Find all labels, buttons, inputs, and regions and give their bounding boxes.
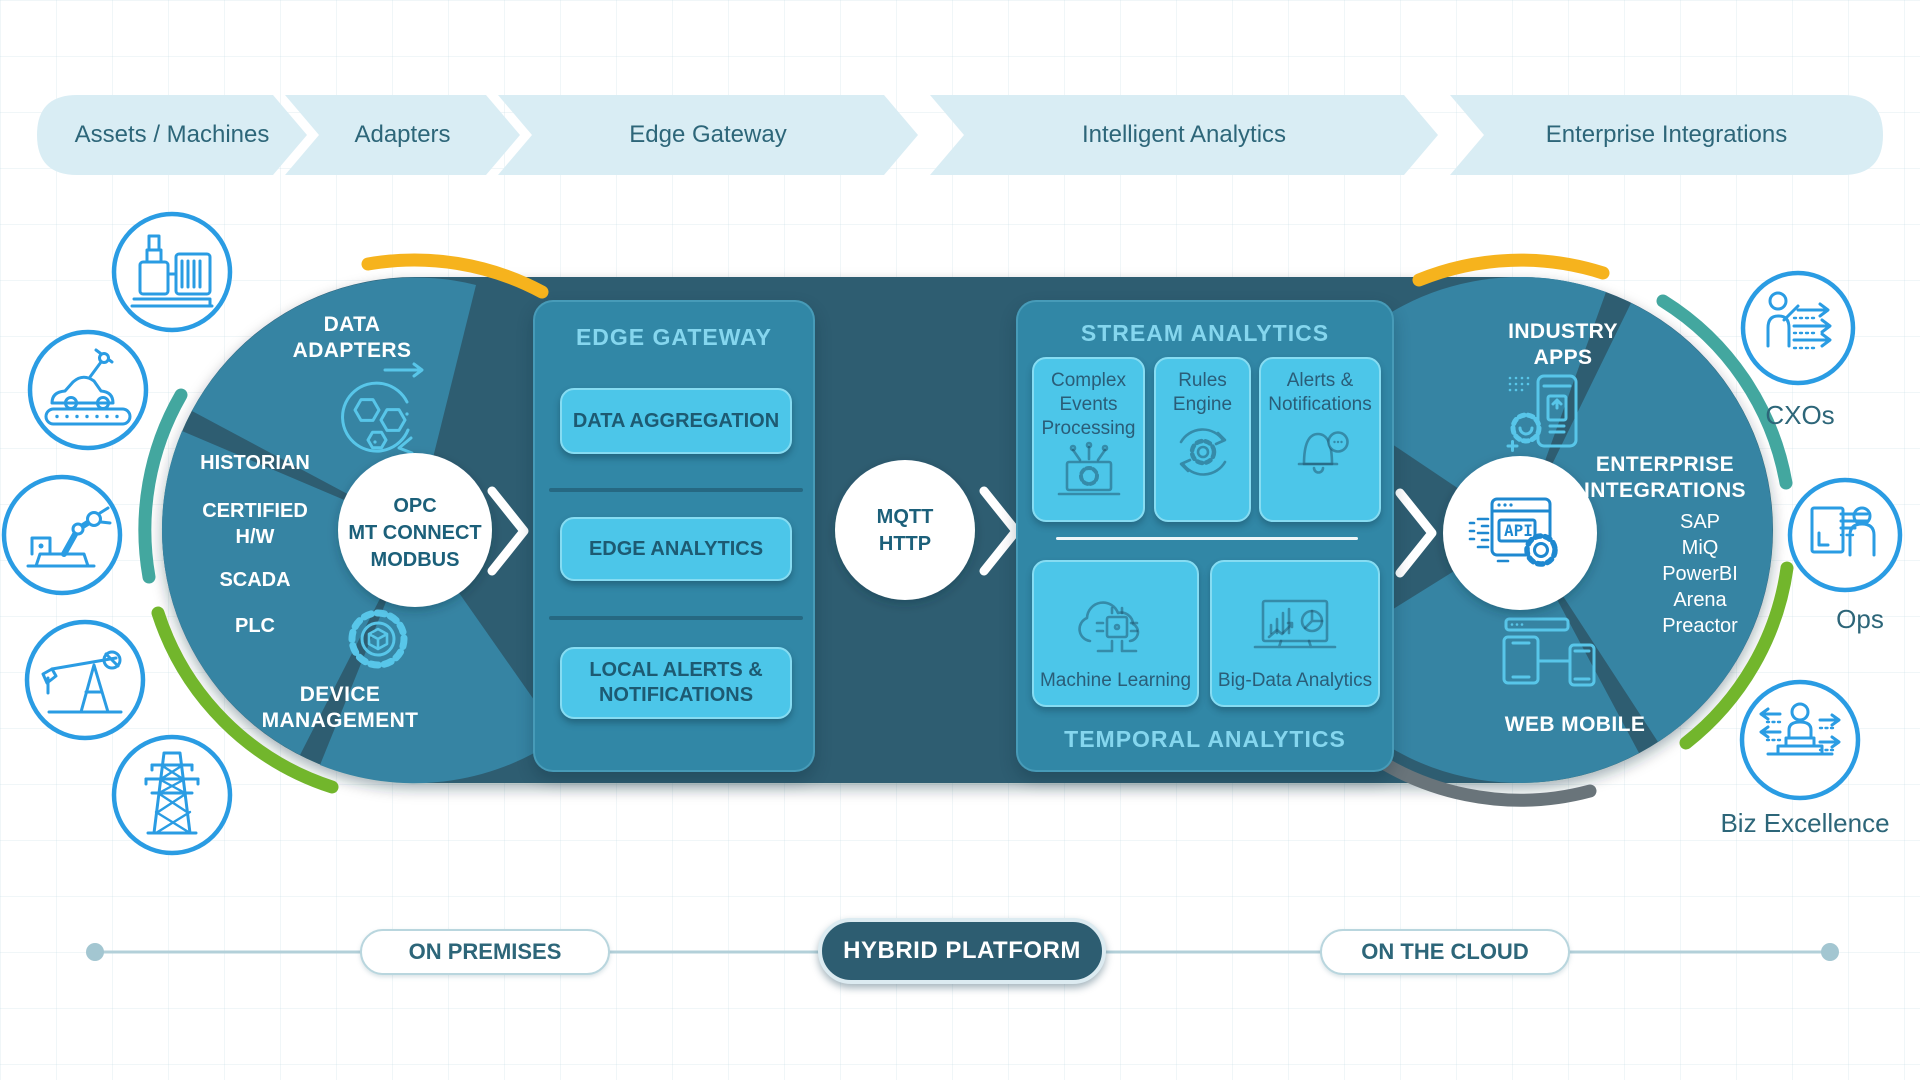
- events-processing-icon: [1057, 441, 1120, 496]
- enterprise-integrations-label: ENTERPRISE INTEGRATIONS: [1584, 453, 1746, 502]
- ops-label: Ops: [1836, 603, 1884, 634]
- enterprise-item: PowerBI: [1662, 563, 1738, 585]
- rules-engine-card: Rules Engine: [1154, 357, 1251, 522]
- enterprise-item: SAP: [1679, 511, 1721, 533]
- industry-apps-icon: [1506, 374, 1578, 452]
- api-icon: API: [1468, 497, 1558, 567]
- biz-excellence-label: Biz Excellence: [1720, 807, 1890, 838]
- edge-gateway-title: EDGE GATEWAY: [575, 324, 773, 350]
- api-hub-circle: [1443, 456, 1597, 610]
- bigdata-analytics-card: Big-Data Analytics: [1210, 560, 1380, 707]
- device-management-icon: [348, 609, 408, 669]
- arc-green: [151, 606, 339, 794]
- divider: [549, 488, 803, 492]
- left-wheel-arcs: [138, 253, 549, 794]
- oil-pump-icon: [41, 650, 123, 714]
- asset-icons: [1, 211, 233, 856]
- edge-analytics-button: EDGE ANALYTICS: [560, 517, 792, 581]
- arc-yellow: [361, 253, 549, 299]
- pipeline-stage-adapters: Adapters: [354, 121, 451, 148]
- car-assembly-icon: [44, 348, 132, 426]
- arc-green: [1679, 561, 1794, 750]
- cxos-label: CXOs: [1765, 399, 1835, 430]
- data-adapters-label: DATA ADAPTERS: [292, 313, 412, 362]
- svg-text:API: API: [1504, 521, 1533, 540]
- cloud-chip-icon: [1077, 601, 1139, 653]
- web-mobile-icon: [1502, 617, 1596, 687]
- divider: [549, 616, 803, 620]
- bell-chat-icon: [1297, 431, 1349, 474]
- segment-device-management: [320, 530, 560, 784]
- pump-icon: [130, 234, 214, 308]
- protocol-plc: PLC: [235, 615, 275, 637]
- on-premises-pill: ON PREMISES: [360, 929, 610, 975]
- enterprise-item: MiQ: [1681, 537, 1719, 559]
- mqtt-hub-circle: [835, 460, 975, 600]
- alerts-notifications-card: Alerts & Notifications: [1259, 357, 1381, 522]
- machine-learning-card: Machine Learning: [1032, 560, 1199, 707]
- arc-yellow: [1412, 253, 1610, 287]
- pipeline-stage-edge: Edge Gateway: [629, 121, 787, 148]
- enterprise-item: Preactor: [1662, 615, 1738, 637]
- pipeline-stage-assets: Assets / Machines: [74, 121, 270, 148]
- pipeline-stage-analytics: Intelligent Analytics: [1081, 121, 1287, 148]
- arc-teal: [1656, 294, 1793, 490]
- cxo-person-arrows-icon: [1766, 291, 1832, 350]
- arc-teal: [138, 388, 188, 584]
- analytics-panel: STREAM ANALYTICS Complex Events Processi…: [1016, 300, 1394, 772]
- stream-analytics-title: STREAM ANALYTICS: [1080, 320, 1330, 346]
- hybrid-platform-pill: HYBRID PLATFORM: [818, 918, 1106, 984]
- data-aggregation-button: DATA AGGREGATION: [560, 388, 792, 454]
- protocol-certified-hw: CERTIFIED H/W: [202, 500, 308, 548]
- temporal-analytics-title: TEMPORAL ANALYTICS: [1064, 726, 1346, 752]
- chevron-right-icon: [487, 486, 529, 576]
- pipeline-stage-enterprise: Enterprise Integrations: [1545, 121, 1788, 148]
- data-adapters-icon: [341, 362, 424, 455]
- opc-hub-circle: [338, 453, 492, 607]
- mqtt-hub-label: MQTT HTTP: [876, 506, 934, 555]
- segment-enterprise-integrations: [1520, 303, 1773, 742]
- device-management-label: DEVICE MANAGEMENT: [261, 683, 419, 732]
- biz-person-podium-icon: [1759, 702, 1841, 756]
- enterprise-item: Arena: [1673, 589, 1727, 611]
- on-the-cloud-pill: ON THE CLOUD: [1320, 929, 1570, 975]
- chevron-right-icon: [1395, 488, 1437, 578]
- pipeline-chevrons: [37, 95, 1883, 175]
- divider: [1056, 537, 1358, 540]
- protocol-scada: SCADA: [219, 569, 291, 591]
- opc-hub-label: OPC MT CONNECT MODBUS: [348, 495, 482, 571]
- robot-arm-icon: [26, 506, 112, 568]
- web-mobile-label: WEB MOBILE: [1504, 713, 1646, 736]
- complex-events-card: Complex Events Processing: [1032, 357, 1145, 522]
- local-alerts-button: LOCAL ALERTS & NOTIFICATIONS: [560, 647, 792, 719]
- power-tower-icon: [144, 751, 200, 835]
- edge-gateway-panel: EDGE GATEWAY DATA AGGREGATION EDGE ANALY…: [533, 300, 815, 772]
- enterprise-integrations-items: SAP MiQ PowerBI Arena Preactor: [1590, 508, 1810, 640]
- rules-engine-icon: [1179, 428, 1226, 476]
- ops-person-document-icon: [1810, 506, 1876, 557]
- industry-apps-label: INDUSTRY APPS: [1508, 320, 1618, 369]
- bigdata-chart-icon: [1253, 599, 1337, 649]
- protocol-historian: HISTORIAN: [200, 452, 310, 474]
